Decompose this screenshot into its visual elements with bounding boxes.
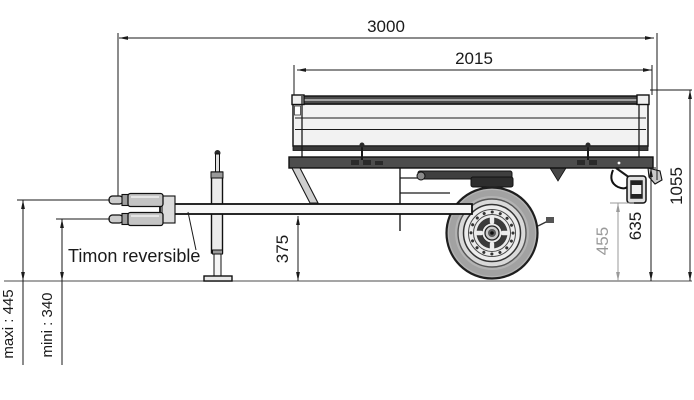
dim-rear-lamp-height: 455 xyxy=(593,202,634,281)
dim-overall-length-value: 3000 xyxy=(367,17,405,36)
panel-bottom-rail xyxy=(292,145,649,151)
dim-drawbar-height: 375 xyxy=(273,216,300,281)
dim-drawbar-height-value: 375 xyxy=(273,235,292,263)
dim-overall-height-value: 1055 xyxy=(667,167,686,205)
dim-rear-lamp-height-value: 455 xyxy=(593,227,612,255)
axle-assembly xyxy=(399,167,567,231)
spring-shackle xyxy=(416,171,426,181)
dim-bed-length-value: 2015 xyxy=(455,49,493,68)
dim-hitch-height-max-value: maxi : 445 xyxy=(0,289,17,358)
rim-bolt-ring xyxy=(469,210,515,256)
side-panel xyxy=(292,103,649,147)
dim-hitch-height-max: maxi : 445 xyxy=(0,199,110,365)
dim-overall-length: 3000 xyxy=(117,17,658,196)
sideboard-latch-rear xyxy=(577,142,597,165)
drawbar-note: Timon reversible xyxy=(68,211,200,266)
front-underframe-brace xyxy=(291,167,319,204)
dim-hitch-height-min: mini : 340 xyxy=(39,218,110,365)
dim-overall-height: 1055 xyxy=(650,89,692,281)
jack-inner-tube xyxy=(213,253,222,279)
valve-stem xyxy=(546,217,554,223)
chassis-frame-rail xyxy=(288,156,654,169)
dim-frame-height: 635 xyxy=(626,167,656,281)
hitch-coupler-upper xyxy=(108,192,164,208)
drawbar-beam xyxy=(159,203,473,215)
top-rail-front-cap xyxy=(291,94,305,106)
dim-bed-length: 2015 xyxy=(293,49,653,95)
top-rail-rear-cap xyxy=(636,94,650,106)
hitch-coupler-lower xyxy=(108,211,164,227)
rear-lamp xyxy=(626,175,647,204)
drawbar xyxy=(108,192,473,227)
dim-frame-height-value: 635 xyxy=(626,212,645,240)
front-hinge xyxy=(294,105,301,116)
sideboard-latch-front xyxy=(351,142,383,165)
jack-foot-plate xyxy=(203,275,233,282)
wheel xyxy=(445,186,539,280)
axle-plate xyxy=(470,176,514,188)
trailer-body xyxy=(288,94,654,169)
jack-stand xyxy=(203,150,233,282)
rear-fittings xyxy=(610,167,663,204)
dim-hitch-height-min-value: mini : 340 xyxy=(39,292,56,357)
rear-spring-hanger xyxy=(549,167,567,182)
drawbar-note-label: Timon reversible xyxy=(68,246,200,266)
